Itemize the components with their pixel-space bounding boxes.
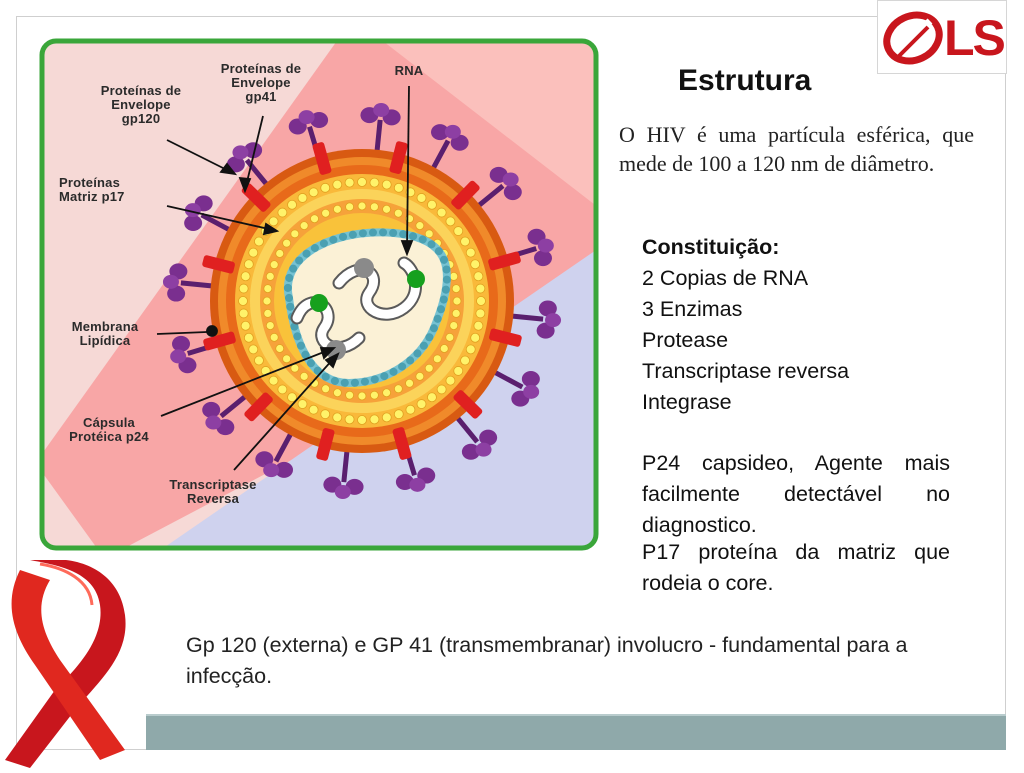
label-gp41: Proteínas de Envelope gp41: [201, 62, 321, 104]
p24-note: P24 capsideo, Agente mais facilmente det…: [642, 451, 950, 537]
constitution-item: Integrase: [642, 390, 732, 414]
label-gp41-line1: Proteínas de: [220, 61, 302, 76]
footer-text: Gp 120 (externa) e GP 41 (transmembranar…: [186, 633, 908, 688]
constitution-item: 3 Enzimas: [642, 297, 743, 321]
p17-note: P17 proteína da matriz que rodeia o core…: [642, 540, 950, 595]
intro-text: O HIV é uma partícula esférica, que mede…: [619, 122, 974, 176]
label-p17: Proteínas Matriz p17: [59, 176, 157, 204]
page-title: Estrutura: [678, 64, 812, 97]
label-gp120-line3: gp120: [121, 111, 161, 126]
label-p24-line2: Protéica p24: [69, 429, 149, 444]
bottom-bar: [146, 716, 1006, 750]
label-gp41-line3: gp41: [245, 89, 277, 104]
label-membrana-line2: Lipídica: [79, 333, 131, 348]
label-transcriptase: Transcriptase Reversa: [143, 478, 283, 506]
constitution-item: Protease: [642, 328, 729, 352]
label-p17-line1: Proteínas: [59, 175, 121, 190]
label-gp120: Proteínas de Envelope gp120: [81, 84, 201, 126]
constitution-list: Constituição: 2 Copias de RNA 3 Enzimas …: [642, 232, 950, 418]
constitution-item: Transcriptase reversa: [642, 359, 850, 383]
ls-logo-icon: LS: [877, 0, 1007, 74]
label-transcriptase-line2: Reversa: [187, 491, 239, 506]
constitution-item: 2 Copias de RNA: [642, 266, 809, 290]
label-p24: Cápsula Protéica p24: [49, 416, 169, 444]
label-rna-text: RNA: [394, 63, 424, 78]
label-rna: RNA: [379, 64, 439, 78]
hiv-structure-diagram: Proteínas de Envelope gp120 Proteínas de…: [39, 38, 599, 551]
label-gp120-line1: Proteínas de: [100, 83, 182, 98]
label-membrana: Membrana Lipídica: [55, 320, 155, 348]
constitution-heading: Constituição:: [642, 235, 780, 259]
label-membrana-line1: Membrana: [71, 319, 139, 334]
label-gp120-line2: Envelope: [111, 97, 171, 112]
bottom-bar-strip: [146, 714, 1006, 717]
logo-text: LS: [944, 10, 1006, 66]
label-gp41-line2: Envelope: [231, 75, 291, 90]
label-transcriptase-line1: Transcriptase: [169, 477, 257, 492]
label-p24-line1: Cápsula: [83, 415, 135, 430]
label-p17-line2: Matriz p17: [59, 189, 125, 204]
aids-ribbon-icon: [0, 559, 150, 773]
